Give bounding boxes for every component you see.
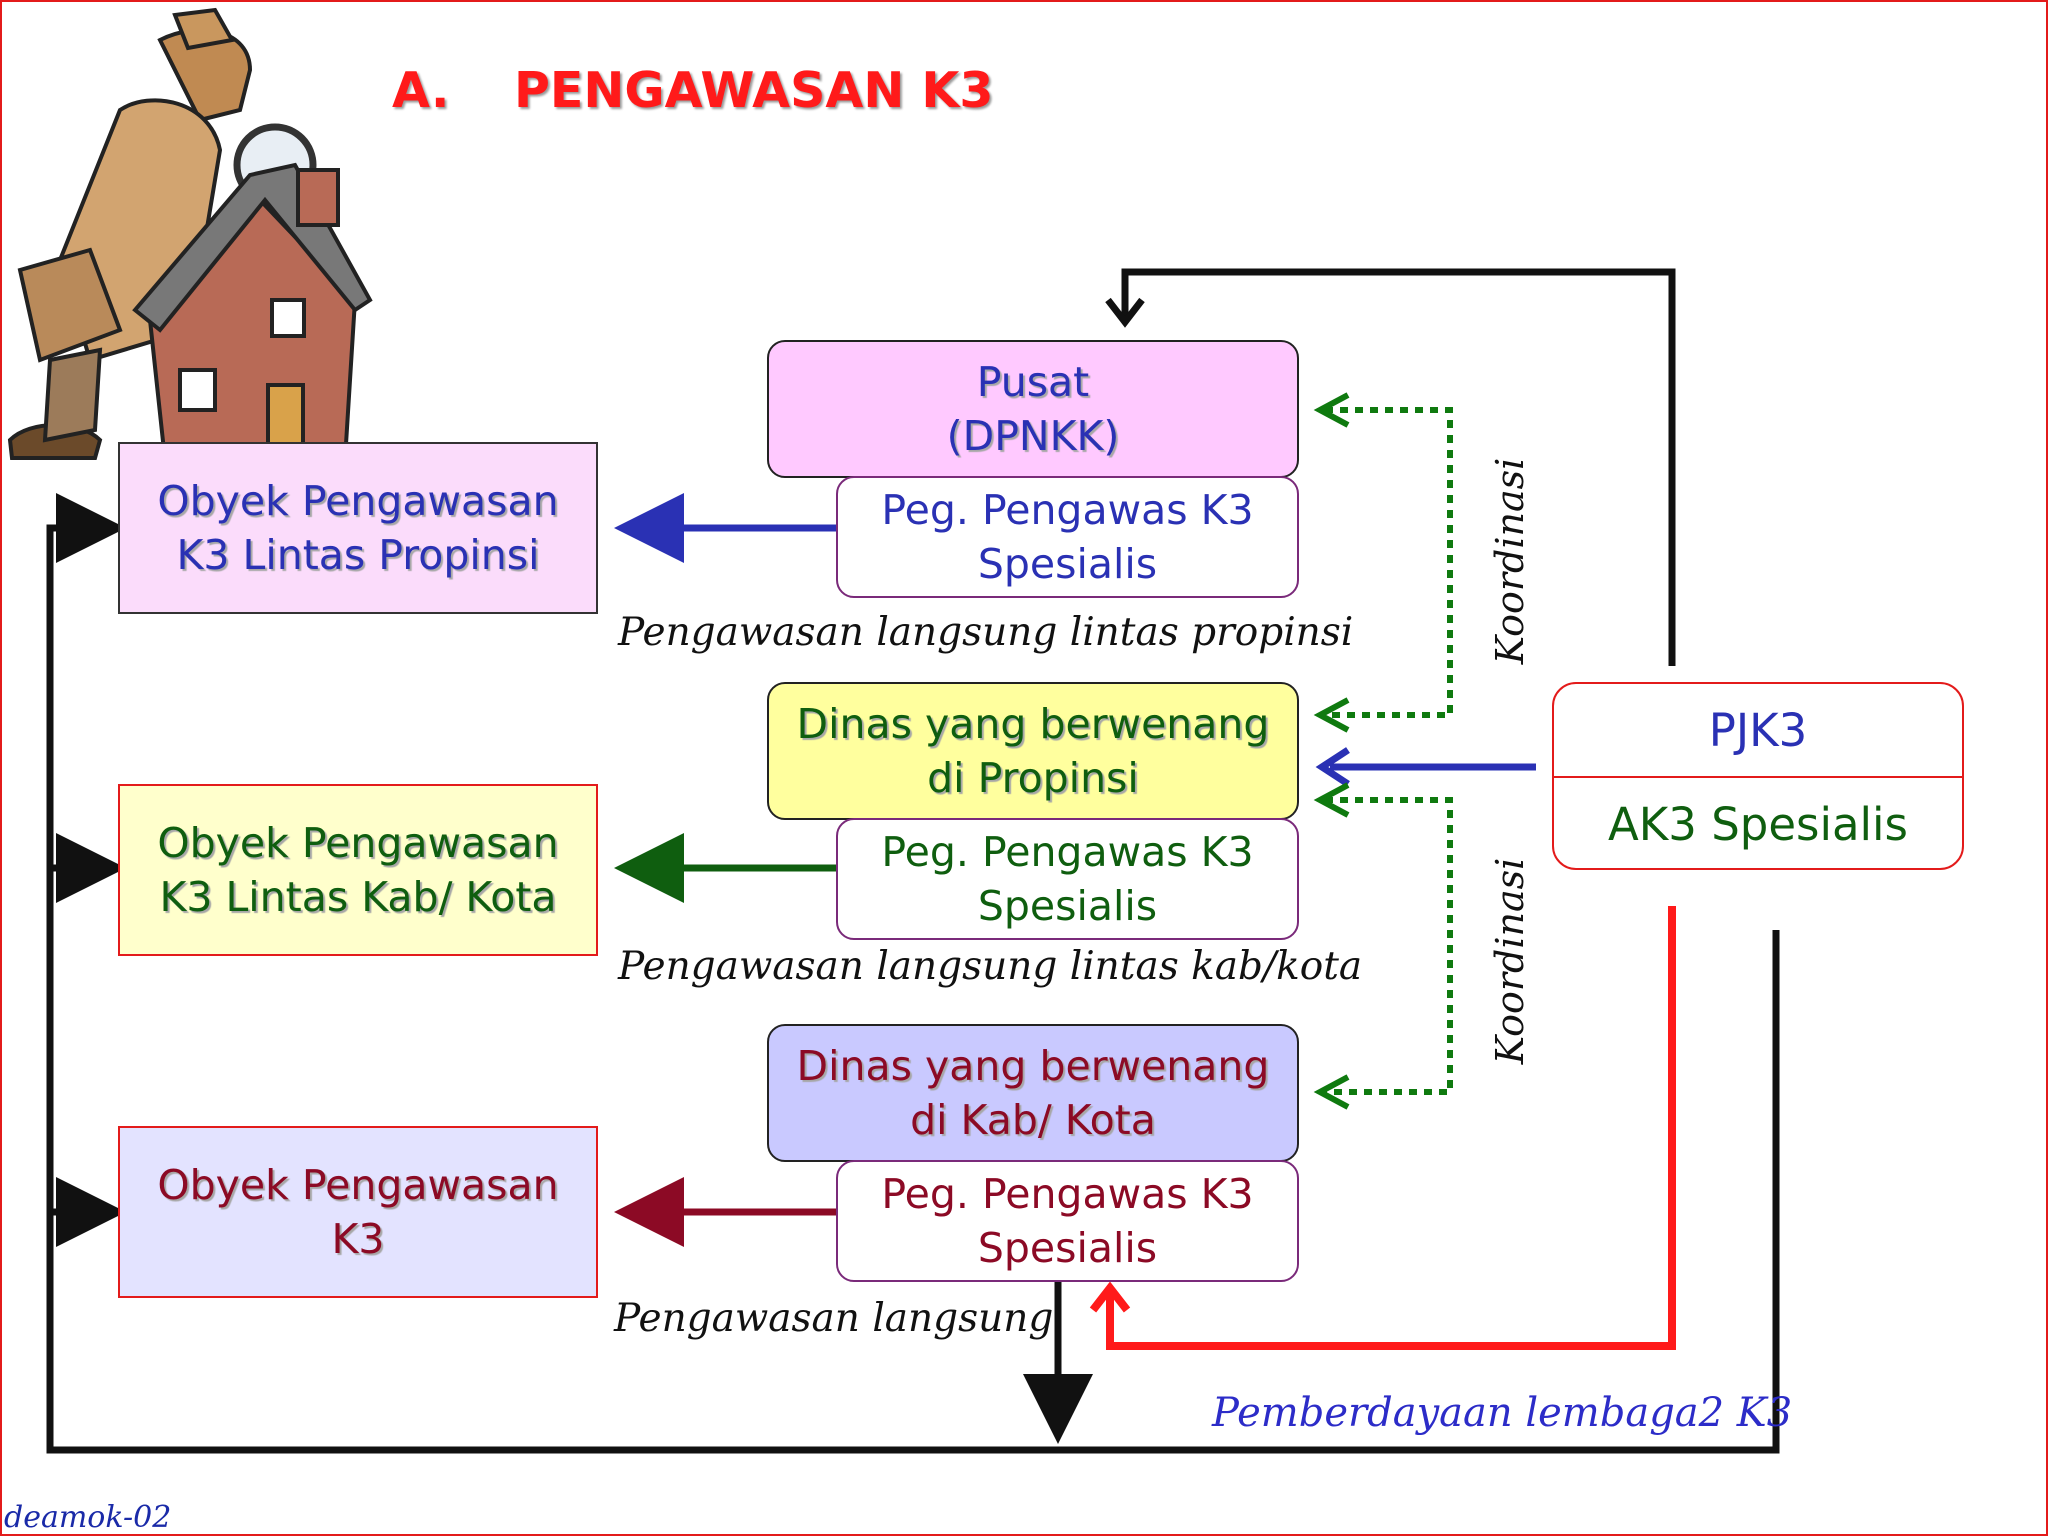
authority-box-dinas-propinsi: Dinas yang berwenang di Propinsi <box>767 682 1299 820</box>
arrowhead-pusat-green <box>1313 392 1350 428</box>
pjk3-label: PJK3 <box>1554 684 1962 778</box>
caption-lintas-kabkota: Pengawasan langsung lintas kab/kota <box>618 944 1363 989</box>
authority-box-dinas-kabkota: Dinas yang berwenang di Kab/ Kota <box>767 1024 1299 1162</box>
pjk3-box: PJK3 AK3 Spesialis <box>1552 682 1964 870</box>
outer-loop-line <box>46 493 1780 1454</box>
ak3-spesialis-label: AK3 Spesialis <box>1607 797 1908 851</box>
authority-box-pusat: Pusat (DPNKK) <box>767 340 1299 478</box>
object-box-lintas-propinsi: Obyek Pengawasan K3 Lintas Propinsi <box>118 442 598 614</box>
pemberdayaan-red-line <box>1106 906 1676 1350</box>
pusat-arrowhead <box>1105 297 1145 328</box>
object-box-lintas-kabkota: Obyek Pengawasan K3 Lintas Kab/ Kota <box>118 784 598 956</box>
arrowhead-dinas-prop-green-top <box>1313 697 1350 733</box>
object-box-local: Obyek Pengawasan K3 <box>118 1126 598 1298</box>
page-title: A. PENGAWASAN K3 <box>392 62 993 119</box>
arrowhead-dinas-prop-green-bottom <box>1313 782 1350 818</box>
pegawas-box-propinsi: Peg. Pengawas K3 Spesialis <box>836 818 1299 940</box>
arrowhead-dinas-propinsi-blue <box>1315 747 1350 787</box>
arrowhead-pegawas-local-red <box>1089 1281 1131 1313</box>
title-text: PENGAWASAN K3 <box>514 62 994 119</box>
title-number: A. <box>392 62 450 119</box>
koordinasi-label-upper: Koordinasi <box>1488 457 1532 665</box>
koordinasi-dotted-upper <box>1325 407 1453 718</box>
koordinasi-label-lower: Koordinasi <box>1488 857 1532 1065</box>
pegawas-box-kabkota: Peg. Pengawas K3 Spesialis <box>836 1160 1299 1282</box>
caption-lintas-propinsi: Pengawasan langsung lintas propinsi <box>618 610 1354 655</box>
pemberdayaan-label: Pemberdayaan lembaga2 K3 <box>1212 1390 1793 1436</box>
koordinasi-dotted-lower <box>1325 797 1453 1095</box>
footer-credit: deamok-02 <box>4 1500 172 1535</box>
pjk3-to-pusat-line <box>1121 268 1676 666</box>
pegawas-box-pusat: Peg. Pengawas K3 Spesialis <box>836 476 1299 598</box>
caption-langsung: Pengawasan langsung <box>614 1296 1054 1341</box>
arrowhead-dinas-kab-green <box>1313 1074 1350 1110</box>
